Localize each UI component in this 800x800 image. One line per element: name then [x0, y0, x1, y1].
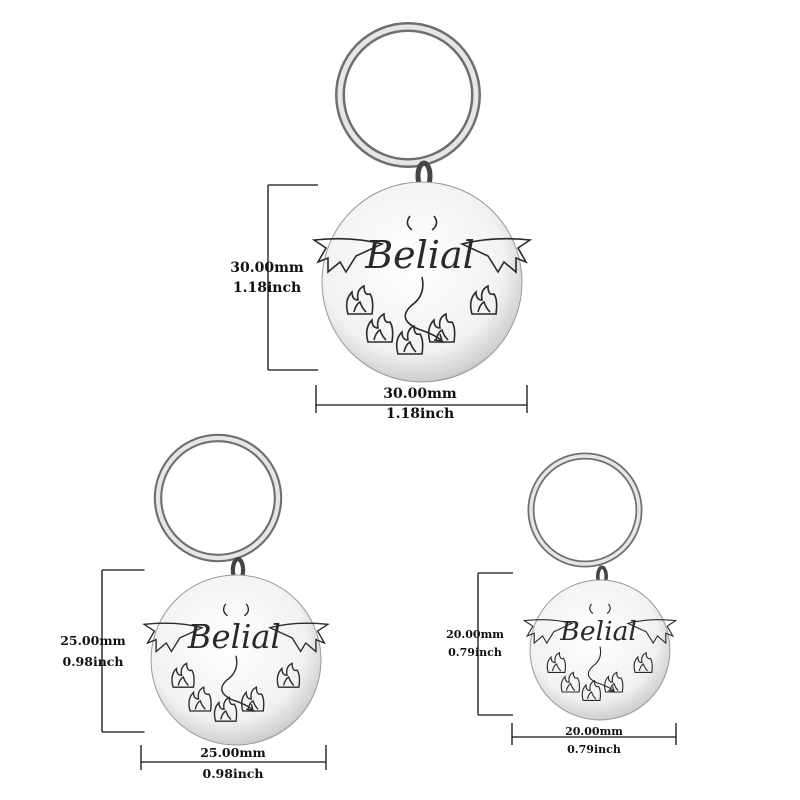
width-mm: 30.00mm [383, 386, 457, 402]
height-mm: 25.00mm [60, 633, 126, 648]
width-inch: 0.79inch [567, 743, 621, 756]
small-height-label: 20.00mm 0.79inch [435, 626, 515, 662]
horns-icon [589, 603, 611, 615]
horns-icon [406, 215, 438, 231]
flame-icon [604, 671, 624, 693]
medium-height-label: 25.00mm 0.98inch [48, 630, 138, 672]
flame-icon [241, 686, 265, 712]
engraved-name: Belial [559, 616, 637, 647]
keychain-medium: Belial [101, 433, 330, 770]
small-width-label: 20.00mm 0.79inch [554, 723, 634, 759]
key-ring-highlight [155, 435, 281, 561]
flame-icon [276, 662, 301, 688]
height-mm: 30.00mm [230, 260, 304, 276]
flame-icon [427, 312, 456, 343]
keychain-small: Belial [477, 452, 678, 745]
engraving: Belial [311, 215, 533, 355]
flame-icon [365, 312, 394, 343]
flame-icon [345, 284, 374, 315]
flame-icon [171, 662, 195, 688]
large-height-label: 30.00mm 1.18inch [222, 258, 312, 298]
left-wing-icon [522, 619, 574, 645]
right-wing-icon [626, 619, 678, 645]
flame-icon [581, 679, 602, 701]
devil-tail-icon [587, 646, 616, 694]
right-wing-icon [268, 622, 330, 653]
left-wing-icon [311, 237, 385, 274]
left-wing-icon [142, 622, 204, 653]
flame-icon [188, 686, 212, 712]
key-ring-highlight [529, 454, 641, 566]
engraving: Belial [142, 603, 330, 722]
height-inch: 0.98inch [62, 654, 124, 669]
devil-tail-icon [221, 655, 255, 713]
width-mm: 20.00mm [565, 725, 623, 738]
engraved-name: Belial [364, 233, 475, 277]
horns-icon [222, 603, 250, 617]
flame-icon [633, 651, 653, 673]
flame-icon [469, 284, 498, 315]
medium-width-label: 25.00mm 0.98inch [188, 742, 278, 784]
keychain-large: Belial [267, 22, 533, 413]
large-width-label: 30.00mm 1.18inch [375, 384, 465, 424]
engraving: Belial [522, 603, 678, 701]
right-wing-icon [459, 237, 533, 274]
key-ring-highlight [337, 24, 479, 166]
width-inch: 1.18inch [385, 406, 455, 422]
height-inch: 0.79inch [448, 646, 502, 659]
height-inch: 1.18inch [232, 280, 302, 296]
width-inch: 0.98inch [202, 766, 264, 781]
height-mm: 20.00mm [446, 628, 504, 641]
devil-tail-icon [404, 276, 444, 344]
engraved-name: Belial [187, 618, 281, 656]
flame-icon [560, 671, 581, 693]
flame-icon [546, 651, 567, 673]
flame-icon [395, 324, 424, 355]
flame-icon [213, 696, 238, 722]
width-mm: 25.00mm [200, 745, 266, 760]
